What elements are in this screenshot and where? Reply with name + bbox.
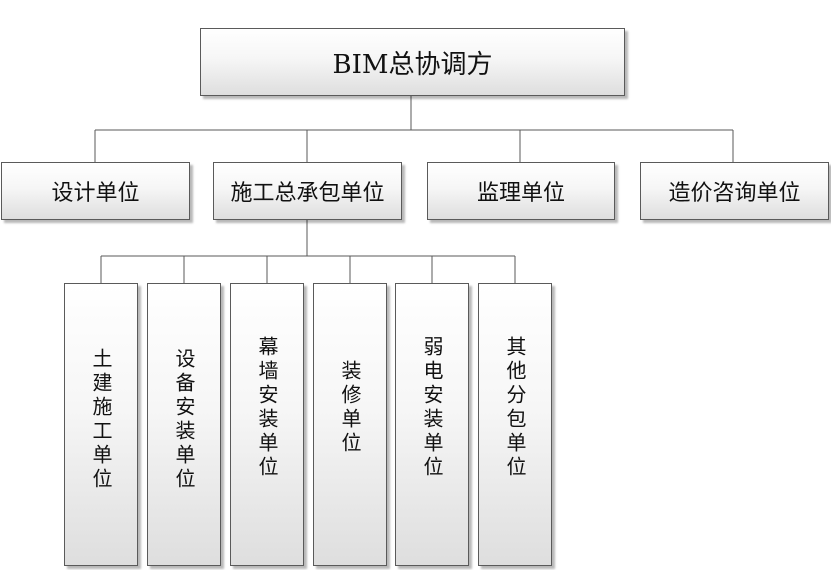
node-equipment-installation-label: 设备安装单位	[172, 348, 196, 492]
node-curtain-wall-installation: 幕墙安装单位	[230, 283, 304, 566]
node-low-voltage-installation-label: 弱电安装单位	[420, 336, 444, 480]
node-supervision-unit-label: 监理单位	[476, 181, 565, 206]
node-other-subcontractor-label: 其他分包单位	[503, 336, 527, 480]
root-node-label: BIM总协调方	[332, 49, 493, 80]
node-decoration-label: 装修单位	[338, 360, 362, 456]
node-general-contractor: 施工总承包单位	[213, 162, 402, 220]
node-other-subcontractor: 其他分包单位	[478, 283, 552, 566]
node-curtain-wall-installation-label: 幕墙安装单位	[255, 336, 279, 480]
node-civil-construction: 土建施工单位	[64, 283, 138, 566]
node-equipment-installation: 设备安装单位	[147, 283, 221, 566]
node-low-voltage-installation: 弱电安装单位	[395, 283, 469, 566]
node-cost-consulting-unit-label: 造价咨询单位	[668, 181, 801, 206]
node-civil-construction-label: 土建施工单位	[89, 348, 113, 492]
node-design-unit-label: 设计单位	[51, 181, 140, 206]
node-design-unit: 设计单位	[1, 162, 190, 220]
node-decoration: 装修单位	[313, 283, 387, 566]
root-node: BIM总协调方	[200, 28, 625, 96]
node-general-contractor-label: 施工总承包单位	[230, 181, 385, 206]
node-supervision-unit: 监理单位	[427, 162, 615, 220]
node-cost-consulting-unit: 造价咨询单位	[640, 162, 829, 220]
